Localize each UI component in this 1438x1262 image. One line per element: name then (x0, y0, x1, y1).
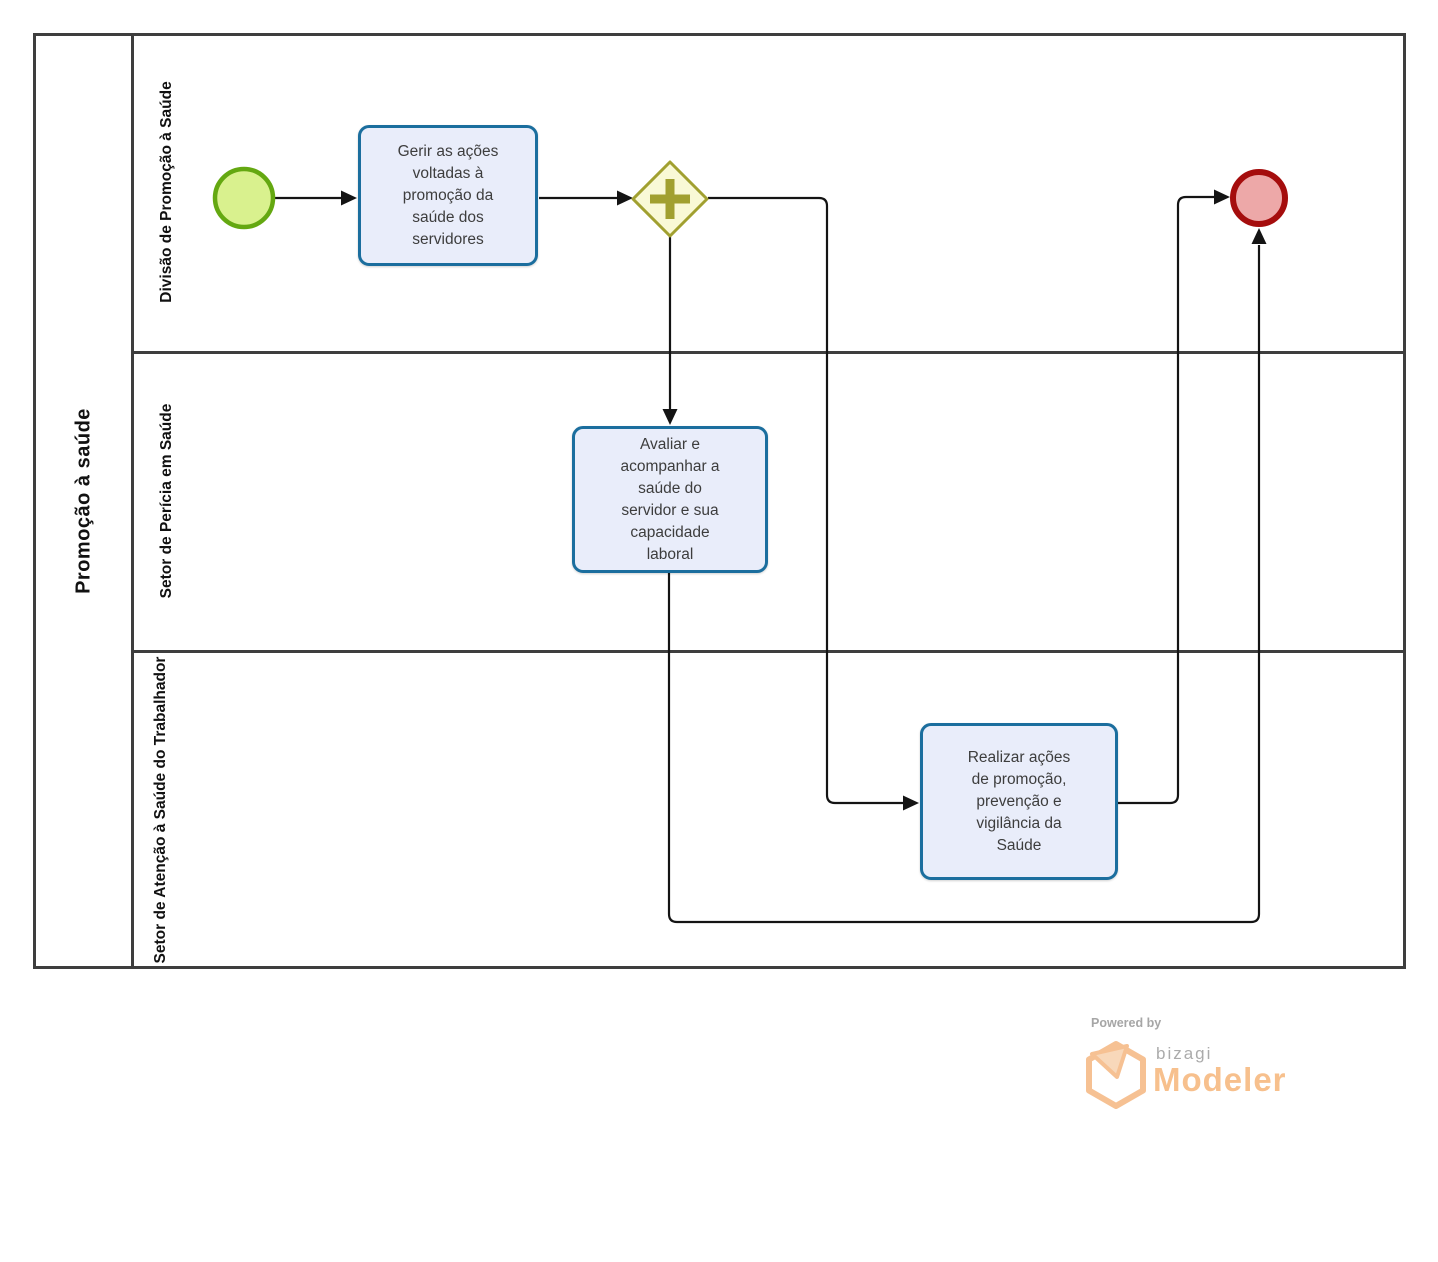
pool-header-divider (131, 33, 134, 969)
pool-title: Promoção à saúde (72, 408, 95, 594)
lane-label-divisao-promocao: Divisão de Promoção à Saúde (158, 81, 175, 303)
lane-divider-2 (131, 650, 1406, 653)
task-realizar-acoes: Realizar ações de promoção, prevenção e … (920, 723, 1118, 880)
lane-label-atencao-saude: Setor de Atenção à Saúde do Trabalhador (152, 656, 169, 964)
task-gerir-acoes: Gerir as ações voltadas à promoção da sa… (358, 125, 538, 266)
powered-by-label: Powered by (1091, 1016, 1162, 1030)
modeler-product-label: Modeler (1153, 1061, 1287, 1098)
bizagi-logo-icon (1086, 1041, 1146, 1109)
lane-label-pericia-saude: Setor de Perícia em Saúde (158, 403, 175, 599)
lane-divider-1 (131, 351, 1406, 354)
bizagi-brand-label: bizagi (1156, 1044, 1213, 1063)
task-avaliar-acompanhar: Avaliar e acompanhar a saúde do servidor… (572, 426, 768, 573)
